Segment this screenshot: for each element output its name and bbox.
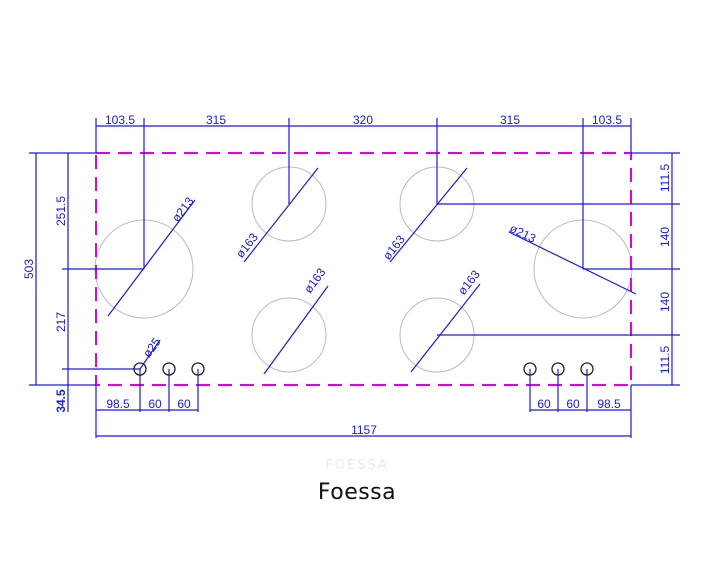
dim-right-2: 140 bbox=[658, 227, 672, 247]
dim-bottom-right-c: 98.5 bbox=[597, 397, 621, 411]
dim-bottom-right-a: 60 bbox=[537, 397, 551, 411]
dim-right-4: 111.5 bbox=[658, 346, 672, 375]
dim-left-bottom: 34.5 bbox=[54, 389, 68, 413]
burner-small-bottom-left bbox=[251, 297, 327, 373]
dim-bottom-left-a: 98.5 bbox=[106, 397, 130, 411]
dim-top-5: 103.5 bbox=[592, 113, 622, 127]
dim-left-lower: 217 bbox=[54, 312, 68, 332]
knob-left-3 bbox=[191, 362, 205, 376]
dim-top-1: 103.5 bbox=[105, 113, 135, 127]
dim-top-3: 320 bbox=[353, 113, 373, 127]
dim-top-2: 315 bbox=[206, 113, 226, 127]
label-small-top-right: ø163 bbox=[380, 232, 408, 262]
dim-bottom-right-b: 60 bbox=[566, 397, 580, 411]
dimension-lines bbox=[29, 118, 680, 438]
dim-bottom-left-c: 60 bbox=[177, 397, 191, 411]
dim-left-overall: 503 bbox=[22, 259, 36, 279]
dim-bottom-left-b: 60 bbox=[148, 397, 162, 411]
label-large-left: ø213 bbox=[169, 194, 197, 225]
knob-left-1 bbox=[133, 362, 147, 376]
dim-top-4: 315 bbox=[500, 113, 520, 127]
knob-left-2 bbox=[162, 362, 176, 376]
dim-right-3: 140 bbox=[658, 292, 672, 312]
knob-right-1 bbox=[523, 362, 537, 376]
cutout-outline bbox=[95, 152, 632, 386]
dim-bottom-overall: 1157 bbox=[351, 423, 377, 437]
label-small-bottom-right: ø163 bbox=[455, 267, 483, 297]
dim-left-upper: 251.5 bbox=[54, 196, 68, 226]
label-large-right: ø213 bbox=[507, 221, 538, 246]
knob-right-3 bbox=[580, 362, 594, 376]
brand-name: Foessa bbox=[317, 480, 397, 505]
label-knob: ø25 bbox=[140, 335, 164, 360]
watermark: FOESSA bbox=[325, 458, 389, 473]
knob-right-2 bbox=[551, 362, 565, 376]
dim-right-1: 111.5 bbox=[658, 164, 672, 193]
